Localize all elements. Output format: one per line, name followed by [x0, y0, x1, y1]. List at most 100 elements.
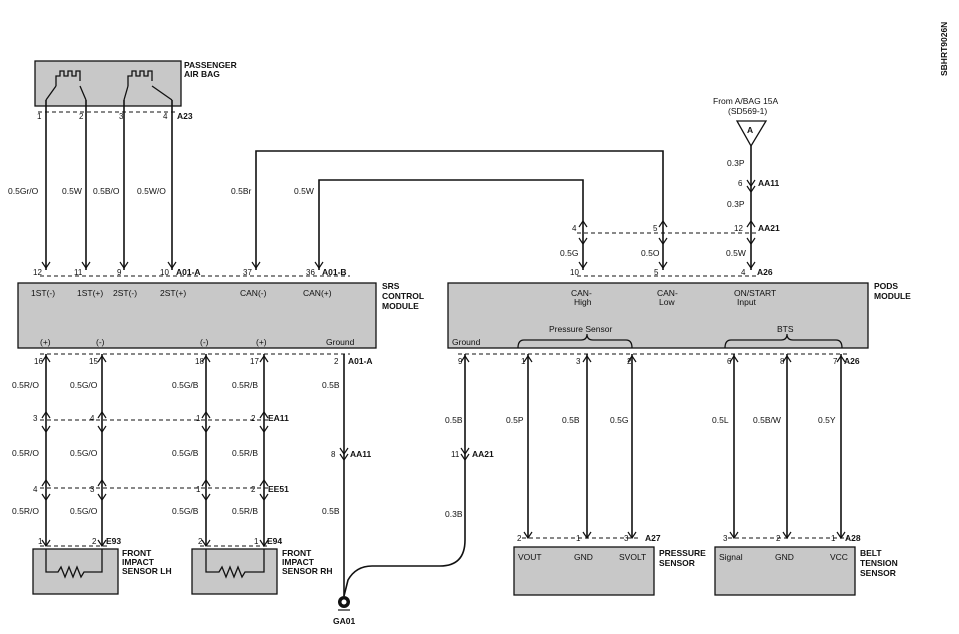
terminal-label: 1ST(-): [31, 288, 55, 298]
pin-number: 2: [79, 112, 84, 121]
pin-number: 36: [306, 268, 315, 277]
sensor-label: SENSOR: [860, 568, 896, 578]
pressure-sensor: [513, 546, 655, 596]
pin-number: 3: [119, 112, 124, 121]
pin-number: 12: [33, 268, 42, 277]
pressure-sensor-brace: [517, 333, 633, 349]
connector-label: A28: [845, 533, 861, 543]
pin-number: 3: [624, 534, 629, 543]
terminal-label: Ground: [452, 337, 481, 347]
pin-number: 2: [251, 485, 256, 494]
pin-number: 1: [831, 534, 836, 543]
pin-number: 6: [738, 179, 743, 188]
connector-label: EA11: [268, 413, 289, 423]
connector-label: A23: [177, 111, 193, 121]
pin-number: 3: [576, 357, 581, 366]
can-bus-wires: [255, 150, 664, 270]
pods-ground-wire: [343, 354, 466, 597]
wire-color: 0.5R/O: [12, 380, 39, 390]
srs-bottom-labels: (+) (-) (-) (+) Ground: [40, 337, 355, 347]
pin-number: 4: [163, 112, 168, 121]
bts-brace: [724, 333, 843, 349]
connector-label: AA21: [758, 223, 780, 233]
wire-color: 0.3B: [445, 509, 463, 519]
passenger-airbag: PASSENGER AIR BAG: [34, 60, 237, 107]
pin-number: 4: [741, 268, 746, 277]
pin-number: 4: [572, 224, 577, 233]
terminal-label: CAN(-): [240, 288, 267, 298]
pin-number: 2: [198, 537, 203, 546]
wire-color: 0.5P: [506, 415, 524, 425]
pin-number: 1: [196, 414, 201, 423]
ground-icon: [338, 596, 350, 611]
triangle-letter: A: [747, 125, 753, 135]
wire-color: 0.5G: [560, 248, 578, 258]
pods-top-wires: [582, 232, 664, 270]
airbag-label: AIR BAG: [184, 69, 220, 79]
wire-color: 0.5R/O: [12, 506, 39, 516]
fuse-reference-triangle-icon: [735, 120, 768, 148]
sensor-label: IMPACT: [122, 557, 155, 567]
wire-color: 0.3P: [727, 158, 745, 168]
wire-color: 0.5Y: [818, 415, 836, 425]
terminal-label: 1ST(+): [77, 288, 103, 298]
pin-number: 4: [33, 485, 38, 494]
srs-terminal-labels: 1ST(-) 1ST(+) 2ST(-) 2ST(+) CAN(-) CAN(+…: [31, 288, 332, 298]
module-label: SRS: [382, 281, 400, 291]
pin-number: 5: [653, 224, 658, 233]
sensor-label: SENSOR: [659, 558, 695, 568]
terminal-label: SVOLT: [619, 552, 646, 562]
pin-number: 1: [254, 537, 259, 546]
airbag-label: PASSENGER: [184, 60, 237, 70]
power-source-label: From A/BAG 15A: [713, 96, 779, 106]
sensor-label: SENSOR RH: [282, 566, 333, 576]
terminal-label: (-): [200, 337, 209, 347]
pin-number: 2: [627, 357, 632, 366]
terminal-label: GND: [574, 552, 593, 562]
connector-marks: [41, 179, 846, 548]
terminal-label: CAN-: [657, 288, 678, 298]
terminal-label: Input: [737, 297, 757, 307]
wire-color: 0.5G/O: [70, 380, 98, 390]
terminal-label: 2ST(-): [113, 288, 137, 298]
group-label: Pressure Sensor: [549, 324, 612, 334]
pin-number: 8: [780, 357, 785, 366]
pin-number: 8: [331, 450, 336, 459]
group-label: BTS: [777, 324, 794, 334]
connector-label: A01-A: [176, 267, 201, 277]
pin-number: 1: [521, 357, 526, 366]
wire-color: 0.5B: [322, 380, 340, 390]
connector-label: A01-B: [322, 267, 347, 277]
terminal-label: Signal: [719, 552, 743, 562]
sensor-label: SENSOR LH: [122, 566, 172, 576]
module-label: CONTROL: [382, 291, 424, 301]
connector-label: A26: [844, 356, 860, 366]
pin-number: 2: [517, 534, 522, 543]
wire-color: 0.5B: [445, 415, 463, 425]
terminal-label: VOUT: [518, 552, 542, 562]
wire-color: 0.5R/B: [232, 506, 258, 516]
srs-bottom-pins: 16 15 18 17 2: [34, 357, 339, 366]
terminal-label: CAN-: [571, 288, 592, 298]
srs-control-module: [17, 282, 377, 349]
belt-tension-sensor: [714, 546, 856, 596]
wire-color: 0.5G: [610, 415, 628, 425]
terminal-label: (-): [96, 337, 105, 347]
module-label: MODULE: [382, 301, 419, 311]
pin-number: 15: [89, 357, 98, 366]
connector-label: E94: [267, 536, 282, 546]
pin-number: 3: [723, 534, 728, 543]
sensor-label: BELT: [860, 548, 882, 558]
power-source-label: (SD569-1): [728, 106, 767, 116]
terminal-label: 2ST(+): [160, 288, 186, 298]
wire-color: 0.5B: [322, 506, 340, 516]
sensor-label: TENSION: [860, 558, 898, 568]
connector-label: AA11: [758, 178, 780, 188]
pin-number: 11: [74, 268, 83, 277]
passenger-airbag-body: [34, 60, 182, 107]
document-code: SBHRT9026N: [939, 22, 949, 76]
pin-number: 2: [334, 357, 339, 366]
ground-label: GA01: [333, 616, 355, 626]
pin-number: 18: [195, 357, 204, 366]
